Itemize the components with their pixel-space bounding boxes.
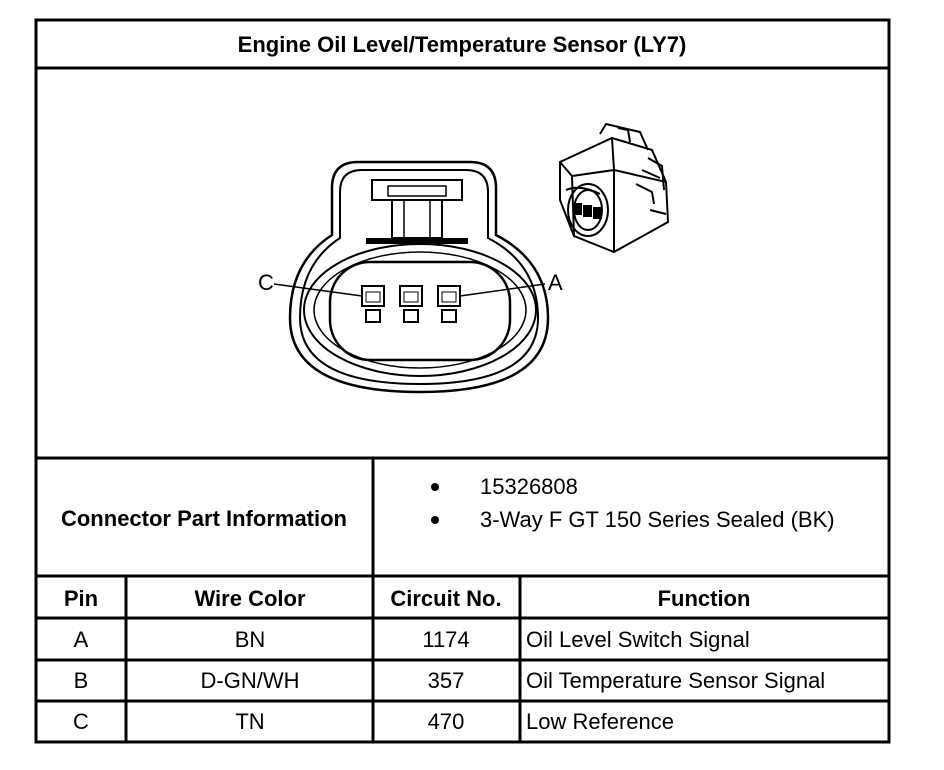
- pin-cell: C: [73, 709, 89, 734]
- connector-description: 3-Way F GT 150 Series Sealed (BK): [480, 507, 835, 532]
- header-wire-color: Wire Color: [194, 586, 305, 611]
- circuit-cell: 357: [428, 668, 465, 693]
- terminal-a: [437, 285, 461, 323]
- wire-color-cell: D-GN/WH: [201, 668, 300, 693]
- title-row: Engine Oil Level/Temperature Sensor (LY7…: [34, 18, 891, 70]
- table-row: B D-GN/WH 357 Oil Temperature Sensor Sig…: [74, 668, 826, 693]
- pin-cell: B: [74, 668, 89, 693]
- bullet-icon: [431, 516, 439, 524]
- pin-label-a: A: [548, 270, 563, 295]
- circuit-cell: 470: [428, 709, 465, 734]
- diagram-area: C A: [34, 66, 891, 460]
- terminal-c: [361, 285, 385, 323]
- pin-cell: A: [74, 627, 89, 652]
- header-pin: Pin: [64, 586, 98, 611]
- function-cell: Oil Level Switch Signal: [526, 627, 750, 652]
- bullet-icon: [431, 483, 439, 491]
- connector-isometric-drawing: [559, 122, 670, 254]
- header-circuit-no: Circuit No.: [390, 586, 501, 611]
- connector-face-drawing: [273, 160, 550, 394]
- terminal-b: [399, 285, 423, 323]
- pin-table-header: Pin Wire Color Circuit No. Function: [64, 586, 751, 611]
- connector-part-number: 15326808: [480, 474, 578, 499]
- pin-label-c: C: [258, 270, 274, 295]
- connector-info-row: Connector Part Information 15326808 3-Wa…: [34, 456, 891, 578]
- wire-color-cell: BN: [235, 627, 266, 652]
- function-cell: Low Reference: [526, 709, 674, 734]
- header-function: Function: [658, 586, 751, 611]
- table-row: A BN 1174 Oil Level Switch Signal: [74, 627, 750, 652]
- table-row: C TN 470 Low Reference: [73, 709, 674, 734]
- wire-color-cell: TN: [235, 709, 264, 734]
- pin-table: [34, 574, 891, 744]
- function-cell: Oil Temperature Sensor Signal: [526, 668, 825, 693]
- circuit-cell: 1174: [422, 627, 469, 652]
- connector-info-label: Connector Part Information: [61, 506, 347, 531]
- page-title: Engine Oil Level/Temperature Sensor (LY7…: [238, 32, 687, 57]
